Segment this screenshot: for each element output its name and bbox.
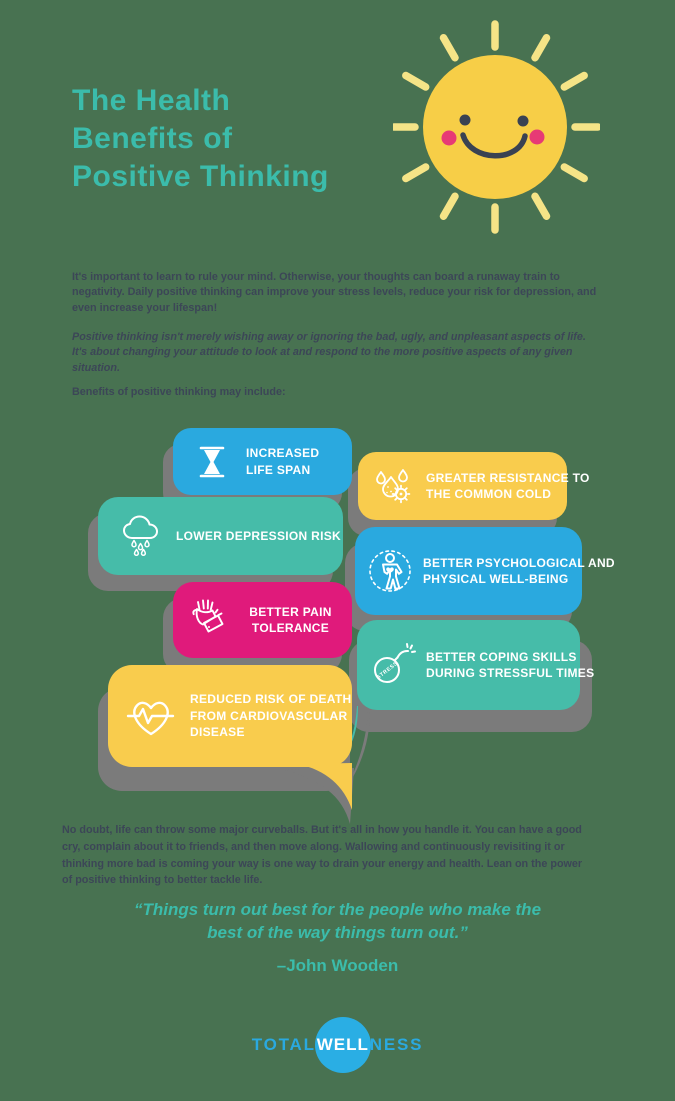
- hourglass-icon: [199, 446, 225, 477]
- benefit-bubble-increased-life-span: INCREASED LIFE SPAN: [173, 428, 352, 495]
- stress-bomb-icon: STRESS: [374, 643, 416, 683]
- totalwellness-logo: TOTAL WELL NESS: [0, 1017, 675, 1073]
- sun-cheek-left: [441, 130, 457, 146]
- speech-bubble-tails: [285, 706, 370, 824]
- body-wellness-icon: [369, 550, 411, 592]
- benefit-label: REDUCED RISK OF DEATH FROM CARDIOVASCULA…: [190, 692, 352, 740]
- smiling-sun-illustration: [393, 20, 600, 234]
- sun-eye-left: [459, 114, 471, 126]
- logo-text-well: WELL: [316, 1035, 369, 1054]
- benefit-label: GREATER RESISTANCE TO THE COMMON COLD: [426, 470, 590, 502]
- benefit-bubble-pain-tolerance: BETTER PAIN TOLERANCE: [173, 582, 352, 658]
- benefit-label: BETTER PAIN TOLERANCE: [249, 604, 332, 636]
- sun-smile: [460, 132, 528, 159]
- benefit-label: BETTER COPING SKILLS DURING STRESSFUL TI…: [426, 649, 595, 681]
- page-title: The Health Benefits of Positive Thinking: [72, 84, 329, 193]
- sun-rays: [393, 20, 600, 234]
- hand-pain-icon: [192, 599, 224, 633]
- quote-text: “Things turn out best for the people who…: [133, 900, 542, 942]
- outro-paragraph: No doubt, life can throw some major curv…: [62, 824, 583, 887]
- quote-attribution: –John Wooden: [276, 956, 399, 975]
- benefit-label: INCREASED LIFE SPAN: [246, 446, 320, 477]
- sun-eye-right: [517, 115, 529, 127]
- benefit-label: LOWER DEPRESSION RISK: [176, 528, 341, 543]
- benefit-label: BETTER PSYCHOLOGICAL AND PHYSICAL WELL-B…: [423, 555, 615, 587]
- benefit-bubble-coping-skills: STRESS BETTER COPING SKILLS DURING STRES…: [357, 620, 594, 710]
- cold-droplets-icon: [376, 469, 411, 504]
- rain-cloud-icon: [123, 515, 158, 557]
- intro-paragraph-2: Positive thinking isn't merely wishing a…: [72, 331, 586, 374]
- benefits-heading: Benefits of positive thinking may includ…: [72, 386, 286, 398]
- benefit-bubble-cardiovascular: REDUCED RISK OF DEATH FROM CARDIOVASCULA…: [108, 665, 352, 767]
- logo-text-total: TOTAL: [251, 1035, 316, 1054]
- logo-circle: WELL: [314, 1017, 371, 1073]
- sun-cheek-right: [529, 129, 545, 145]
- benefit-bubble-well-being: BETTER PSYCHOLOGICAL AND PHYSICAL WELL-B…: [355, 527, 615, 615]
- benefit-bubble-common-cold: GREATER RESISTANCE TO THE COMMON COLD: [358, 452, 589, 520]
- logo-text-ness: NESS: [369, 1035, 424, 1054]
- benefit-bubble-depression-risk: LOWER DEPRESSION RISK: [98, 497, 343, 575]
- heart-ekg-icon: [126, 701, 175, 736]
- intro-paragraph-1: It's important to learn to rule your min…: [72, 271, 597, 314]
- sun-face: [423, 55, 567, 199]
